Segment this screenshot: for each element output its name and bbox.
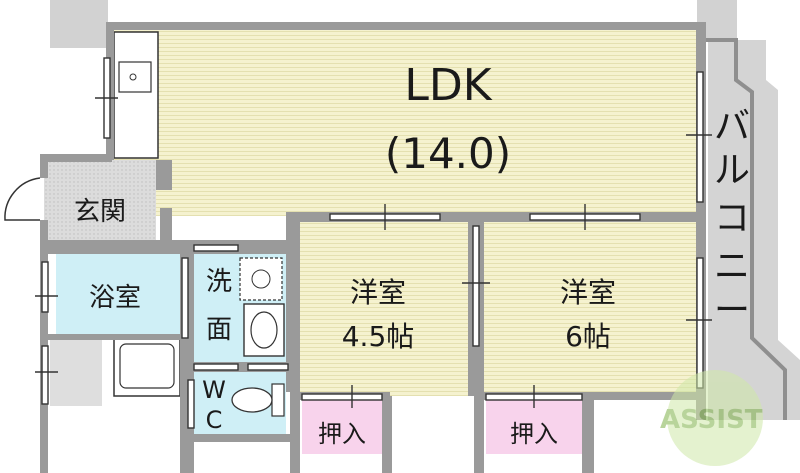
watermark-logo: ASSIST xyxy=(660,370,763,466)
balcony-char-4: ニ xyxy=(714,246,750,287)
closet-1-floor xyxy=(302,400,382,454)
balcony-char-3: コ xyxy=(714,198,750,239)
closet-1-label: 押入 xyxy=(318,420,366,448)
washroom-char-1: 洗 xyxy=(206,267,232,297)
wc-char-2: C xyxy=(206,406,223,434)
balcony-rail xyxy=(706,38,787,420)
western-room-2-floor xyxy=(484,222,696,396)
ldk-name-label: LDK xyxy=(404,60,492,111)
washroom-char-2: 面 xyxy=(206,315,232,345)
closet-2-floor xyxy=(486,400,582,454)
sink-drain-icon xyxy=(129,73,137,81)
western-room-1-name: 洋室 xyxy=(350,276,406,309)
door-markers xyxy=(35,57,712,429)
toilet-tank xyxy=(271,383,285,417)
kitchen-sink xyxy=(118,61,152,93)
washer-drain-icon xyxy=(251,269,271,289)
corner-block-top-left xyxy=(50,0,108,48)
balcony-char-2: ル xyxy=(714,150,750,191)
balcony-char-5: ー xyxy=(714,290,750,331)
toilet-bowl xyxy=(231,387,273,413)
western-room-1-floor xyxy=(300,222,468,396)
washing-machine-space xyxy=(239,257,283,301)
entrance-door-swing xyxy=(4,177,41,221)
bath-floor xyxy=(56,254,180,334)
western-room-2-size: 6帖 xyxy=(565,320,611,353)
bath-label: 浴室 xyxy=(89,283,141,313)
western-room-2-name: 洋室 xyxy=(560,276,616,309)
bathtub xyxy=(113,337,181,397)
ldk-size-label: (14.0) xyxy=(385,129,511,178)
vanity-basin xyxy=(250,311,278,349)
kitchen-counter xyxy=(113,31,159,159)
western-room-1-size: 4.5帖 xyxy=(342,320,415,353)
ldk-floor xyxy=(112,28,700,216)
entrance-label: 玄関 xyxy=(74,197,126,227)
watermark-text: ASSIST xyxy=(660,405,763,435)
balcony-char-1: バ xyxy=(714,106,750,147)
bathtub-inner xyxy=(119,343,175,389)
entrance-floor xyxy=(44,160,156,240)
closet-2-label: 押入 xyxy=(510,420,558,448)
wc-char-1: W xyxy=(202,376,226,404)
